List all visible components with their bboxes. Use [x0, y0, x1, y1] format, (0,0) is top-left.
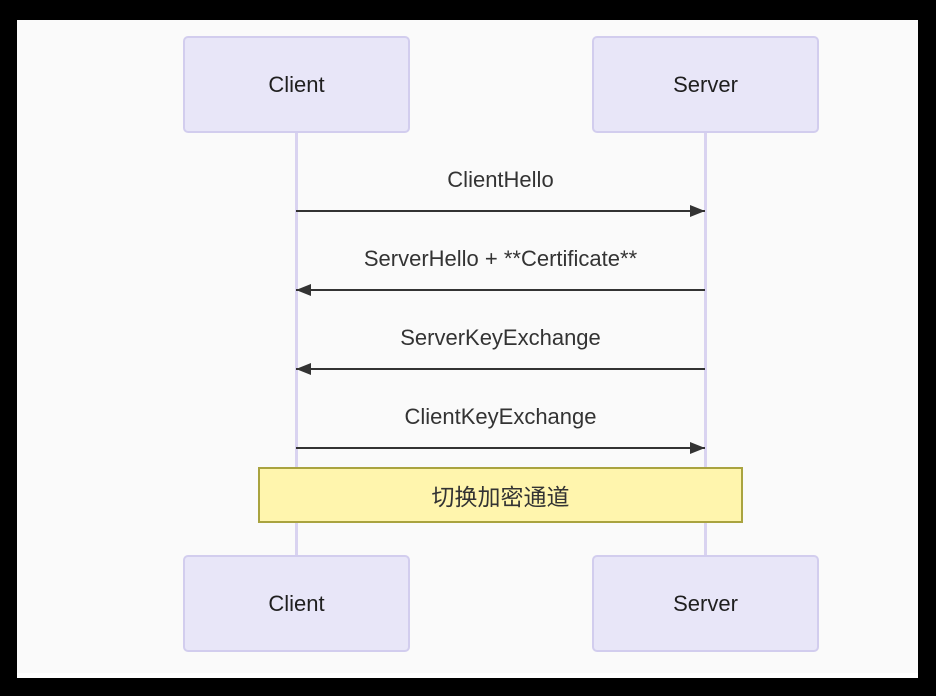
arrowhead-right-icon	[690, 205, 705, 217]
actor-box-server-top: Server	[592, 36, 819, 133]
message-arrow	[296, 284, 705, 296]
message-label: ClientKeyExchange	[404, 404, 597, 429]
note-label: 切换加密通道	[431, 484, 570, 510]
arrowhead-right-icon	[690, 442, 705, 454]
actor-label-server: Server	[673, 590, 738, 616]
arrowhead-left-icon	[296, 363, 311, 375]
actor-box-server-bottom: Server	[592, 555, 819, 652]
message-arrow	[296, 363, 705, 375]
message-label: ServerKeyExchange	[400, 325, 601, 350]
note-box: 切换加密通道	[258, 467, 743, 523]
lifeline-server	[704, 133, 707, 555]
actor-label-client: Client	[268, 590, 325, 616]
message-arrow	[296, 442, 705, 454]
lifeline-client	[295, 133, 298, 555]
message-label: ServerHello + **Certificate**	[363, 246, 638, 271]
message-label: ClientHello	[447, 167, 554, 192]
message-arrow	[296, 205, 705, 217]
diagram-canvas: Client Server ClientHello ServerHello + …	[17, 20, 918, 673]
actor-label-server: Server	[673, 71, 738, 97]
arrowhead-left-icon	[296, 284, 311, 296]
bottom-strip	[17, 673, 918, 678]
actor-box-client-bottom: Client	[183, 555, 410, 652]
actor-label-client: Client	[268, 71, 325, 97]
actor-box-client-top: Client	[183, 36, 410, 133]
